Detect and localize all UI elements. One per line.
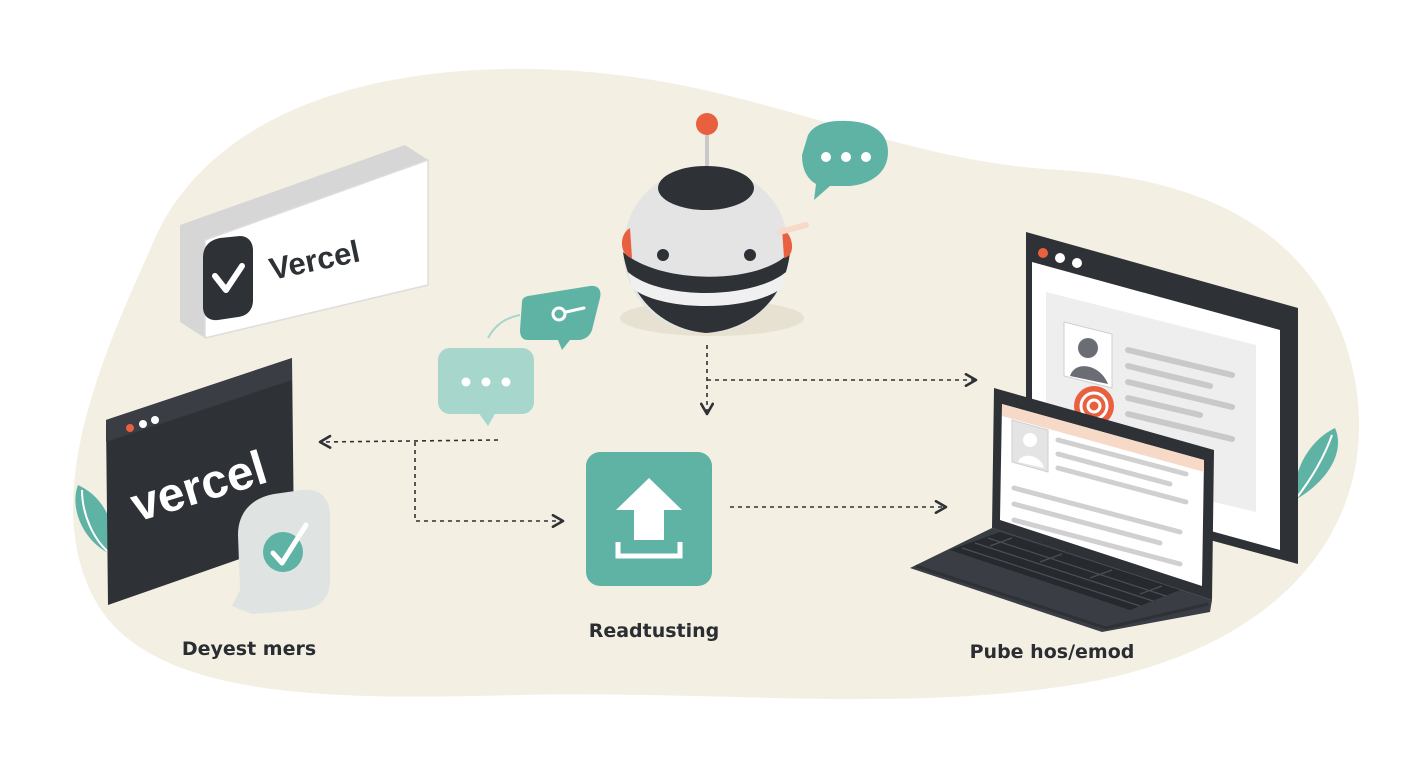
search-bubble: [487, 285, 601, 350]
robot-icon: [620, 113, 809, 336]
laptop: [910, 388, 1214, 632]
left-caption: Deyest mers: [181, 638, 317, 660]
search-icon: [551, 306, 586, 322]
upload-icon: [586, 452, 712, 586]
user-icon: [1063, 321, 1113, 389]
right-caption: Pube hos/emod: [969, 641, 1135, 663]
leaf-icon-right: [1294, 428, 1339, 501]
center-caption: Readtusting: [588, 620, 720, 642]
flow-connectors: [318, 345, 978, 529]
checkmark-bubble: [232, 489, 330, 614]
chat-dots-bubble-left: [438, 348, 534, 426]
vercel-badge: Vercel: [180, 145, 429, 339]
leaf-icon-left: [75, 485, 114, 556]
vercel-logo-icon: [203, 236, 253, 321]
user-icon-laptop: [1011, 419, 1049, 473]
chat-dots-bubble-robot: [802, 120, 888, 200]
